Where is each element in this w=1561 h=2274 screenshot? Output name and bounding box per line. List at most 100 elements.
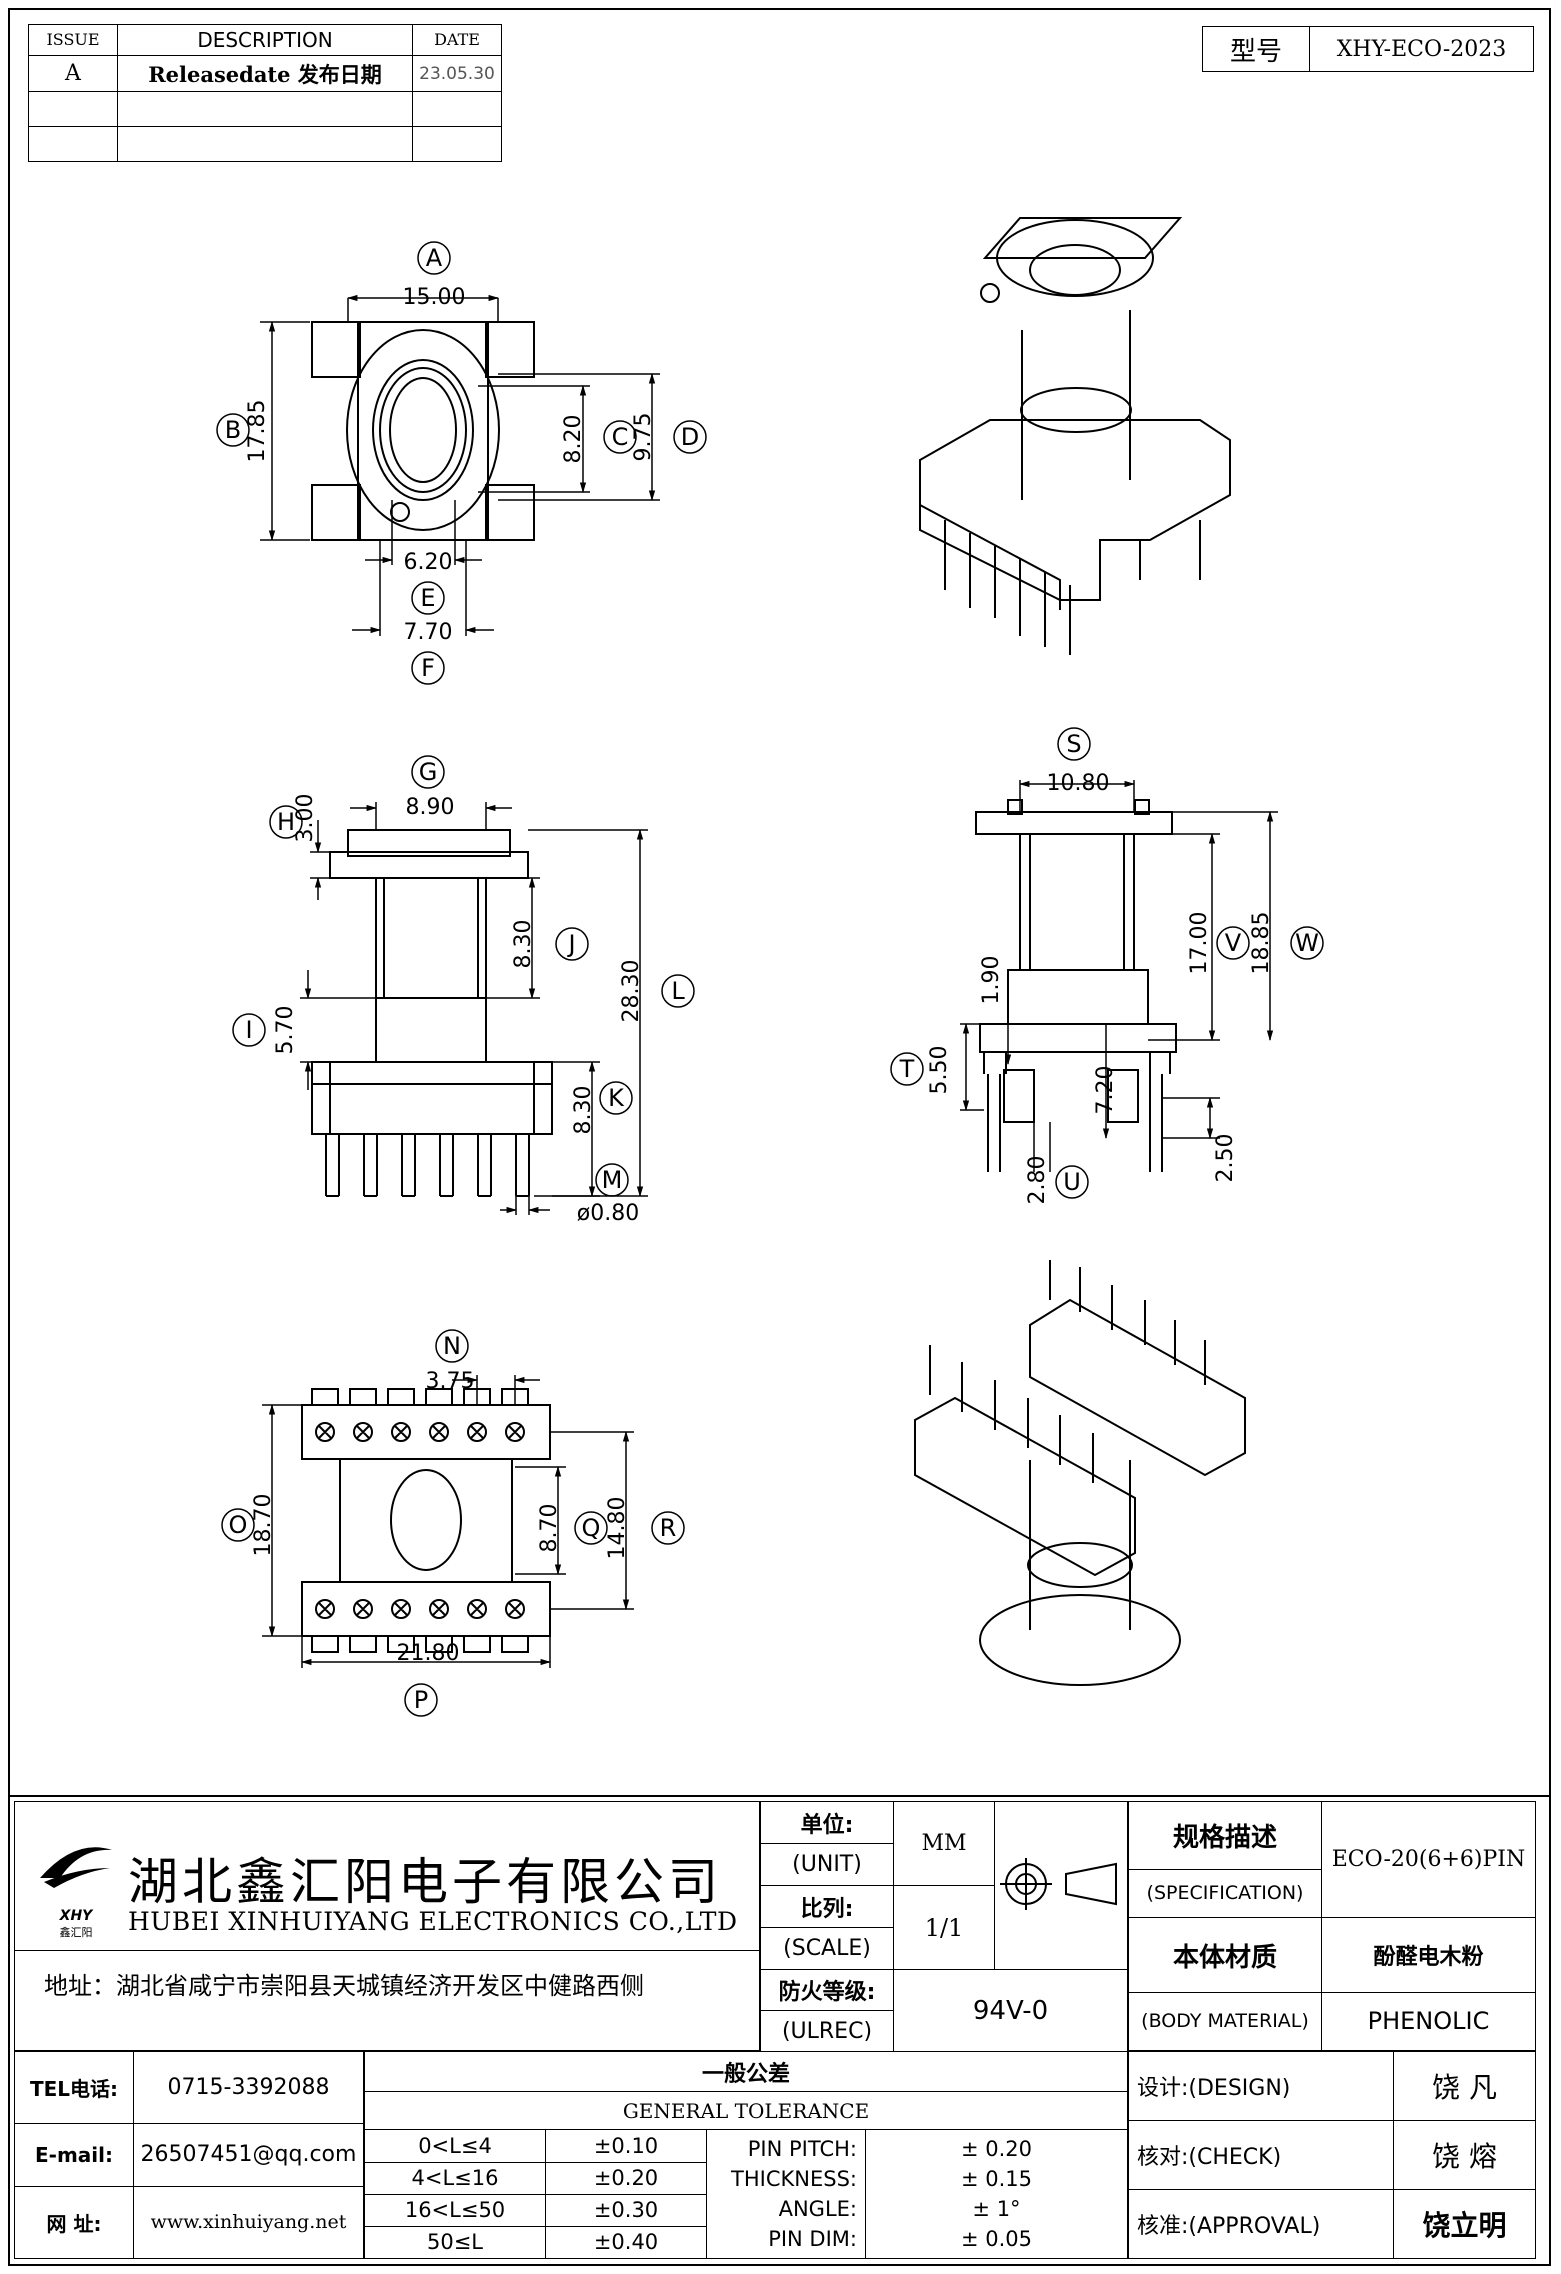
web-label: 网 址: [14, 2185, 134, 2260]
drawing-sheet-border [8, 8, 1551, 2266]
tel-value: 0715-3392088 [133, 2050, 364, 2125]
front-view-dimensions [300, 802, 648, 1215]
spec-table: 规格描述 ECO-20(6+6)PIN (SPECIFICATION) 本体材质… [1128, 1800, 1536, 2052]
projection-symbol [994, 1801, 1128, 1970]
scale-label: 比列: [760, 1885, 894, 1928]
rev-header-description: DESCRIPTION [117, 24, 413, 56]
tol-item-value-4: ± 0.05 [960, 2227, 1033, 2252]
side-view-dimensions [960, 780, 1278, 1172]
label-S: S [1066, 730, 1081, 758]
dim-V: 17.00 [1187, 912, 1212, 975]
web-value: www.xinhuiyang.net [133, 2185, 364, 2260]
label-O: O [229, 1511, 248, 1539]
dim-B: 17.85 [245, 400, 270, 463]
contact-table: TEL电话: 0715-3392088 E-mail: 26507451@qq.… [14, 2050, 364, 2260]
front-view [311, 829, 553, 1197]
tol-item-values: ± 0.20 ± 0.15 ± 1° ± 0.05 [865, 2129, 1128, 2259]
company-logo [30, 1838, 120, 1910]
label-R: R [660, 1514, 677, 1542]
email-value: 26507451@qq.com [133, 2123, 364, 2187]
side-view [975, 799, 1177, 1172]
unit-scale-table: 单位: MM (UNIT) 比列: 1/1 (SCALE) 防火等级: 94V-… [760, 1801, 1128, 2052]
title-block [8, 1795, 1551, 2266]
tol-range-2: 4<L≤16 [364, 2161, 546, 2195]
label-K: K [608, 1084, 625, 1112]
check-label: 核对:(CHECK) [1128, 2120, 1394, 2190]
dim-A: 15.00 [403, 285, 466, 310]
tol-value-2: ±0.20 [545, 2161, 707, 2195]
dim-N: 3.75 [426, 1369, 475, 1394]
dim-M: ø0.80 [577, 1201, 639, 1226]
unit-label-en: (UNIT) [760, 1843, 894, 1886]
spec-label-en: (SPECIFICATION) [1128, 1868, 1322, 1919]
dim-J: 8.30 [511, 920, 536, 969]
tol-item-2: THICKNESS: [731, 2167, 857, 2192]
ulrec-label-en: (ULREC) [760, 2010, 894, 2052]
tolerance-title-cn: 一般公差 [364, 2050, 1128, 2093]
company-area [14, 1801, 760, 2051]
tel-label: TEL电话: [14, 2050, 134, 2125]
dim-F: 7.70 [404, 620, 453, 645]
company-address: 地址：湖北省咸宁市崇阳县天城镇经济开发区中健路西侧 [44, 1972, 644, 2000]
tol-item-value-1: ± 0.20 [960, 2137, 1033, 2162]
email-label: E-mail: [14, 2123, 134, 2187]
tol-range-4: 50≤L [364, 2225, 546, 2260]
logo-subtext: 鑫汇阳 [59, 1926, 93, 1939]
dimension-values: 15.00 17.85 8.20 9.75 6.20 7.70 8.90 3.0… [245, 285, 1274, 1666]
rev-row1-description: Releasedate 发布日期 [117, 54, 413, 93]
dim-I: 5.70 [273, 1006, 298, 1055]
third-angle-projection-icon [1000, 1857, 1117, 1910]
dim-O: 18.70 [251, 1494, 276, 1557]
label-D: D [681, 423, 699, 451]
approval-name: 饶立明 [1393, 2189, 1536, 2259]
model-box: 型号 XHY-ECO-2023 [1202, 26, 1534, 72]
label-W: W [1295, 929, 1319, 957]
material-label: 本体材质 [1128, 1917, 1322, 1993]
design-name: 饶 凡 [1393, 2051, 1536, 2121]
tol-items: PIN PITCH: THICKNESS: ANGLE: PIN DIM: [706, 2129, 866, 2259]
dim-side-y1: 1.90 [979, 956, 1004, 1005]
ulrec-label: 防火等级: [760, 1969, 894, 2011]
dim-K: 8.30 [571, 1086, 596, 1135]
design-label: 设计:(DESIGN) [1128, 2051, 1394, 2121]
rev-row3-issue [28, 126, 118, 162]
model-label: 型号 [1202, 26, 1310, 72]
isometric-view-bottom [914, 1260, 1246, 1686]
label-T: T [899, 1055, 915, 1083]
label-F: F [421, 654, 435, 682]
signature-table: 设计:(DESIGN) 饶 凡 核对:(CHECK) 饶 熔 核准:(APPRO… [1128, 2051, 1536, 2259]
dim-W: 18.85 [1249, 912, 1274, 975]
label-B: B [225, 416, 241, 444]
tol-item-value-2: ± 0.15 [960, 2167, 1033, 2192]
tol-range-3: 16<L≤50 [364, 2193, 546, 2227]
label-E: E [420, 584, 435, 612]
ulrec-value: 94V-0 [893, 1969, 1128, 2052]
tolerance-table: 一般公差 GENERAL TOLERANCE 0<L≤4 ±0.10 PIN P… [364, 2050, 1128, 2260]
dim-R: 14.80 [605, 1497, 630, 1560]
label-C: C [612, 423, 629, 451]
label-P: P [414, 1686, 428, 1714]
approval-label: 核准:(APPROVAL) [1128, 2189, 1394, 2259]
label-circles [216, 241, 1324, 1717]
rev-header-date: DATE [412, 24, 502, 56]
spec-label: 规格描述 [1128, 1801, 1322, 1870]
label-Q: Q [582, 1514, 601, 1542]
dim-P: 21.80 [397, 1641, 460, 1666]
dim-side-y2: 7.20 [1093, 1066, 1118, 1115]
bottom-view [301, 1388, 551, 1653]
logo-swoosh-icon [40, 1847, 112, 1888]
unit-label: 单位: [760, 1801, 894, 1844]
dim-U: 2.80 [1025, 1156, 1050, 1205]
label-U: U [1063, 1168, 1081, 1196]
tol-item-3: ANGLE: [778, 2197, 857, 2222]
logo-text: XHY [59, 1908, 93, 1924]
dim-T: 5.50 [927, 1046, 952, 1095]
rev-row1-date: 23.05.30 [412, 54, 502, 93]
top-view [311, 321, 535, 541]
rev-row3-description [117, 126, 413, 162]
isometric-view-top [919, 217, 1231, 655]
tolerance-title-en: GENERAL TOLERANCE [364, 2091, 1128, 2131]
label-V: V [1225, 929, 1242, 957]
technical-drawing: AB CD EF GH IJ KL MS TU VW NO PQ R 15.00… [216, 217, 1324, 1717]
unit-value: MM [893, 1801, 995, 1886]
